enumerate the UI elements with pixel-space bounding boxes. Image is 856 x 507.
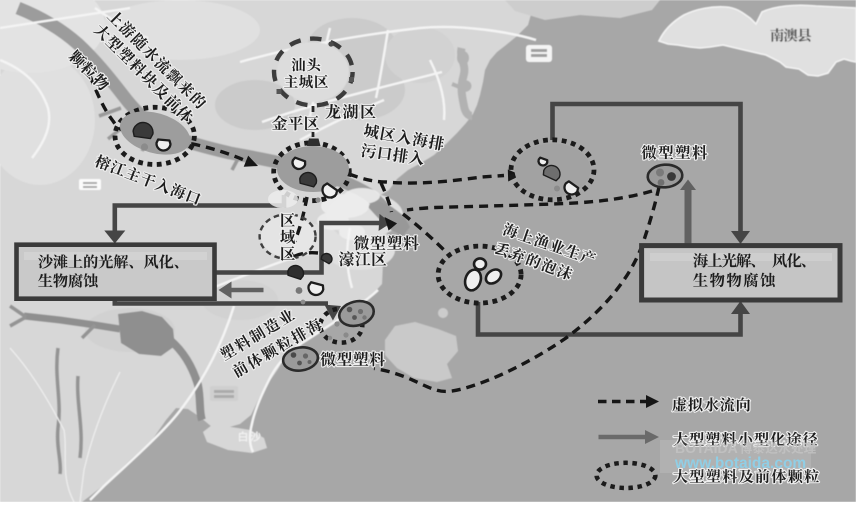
svg-text:www.botaida.com: www.botaida.com	[674, 455, 806, 472]
svg-text:BOTAIDA: BOTAIDA	[675, 440, 738, 456]
